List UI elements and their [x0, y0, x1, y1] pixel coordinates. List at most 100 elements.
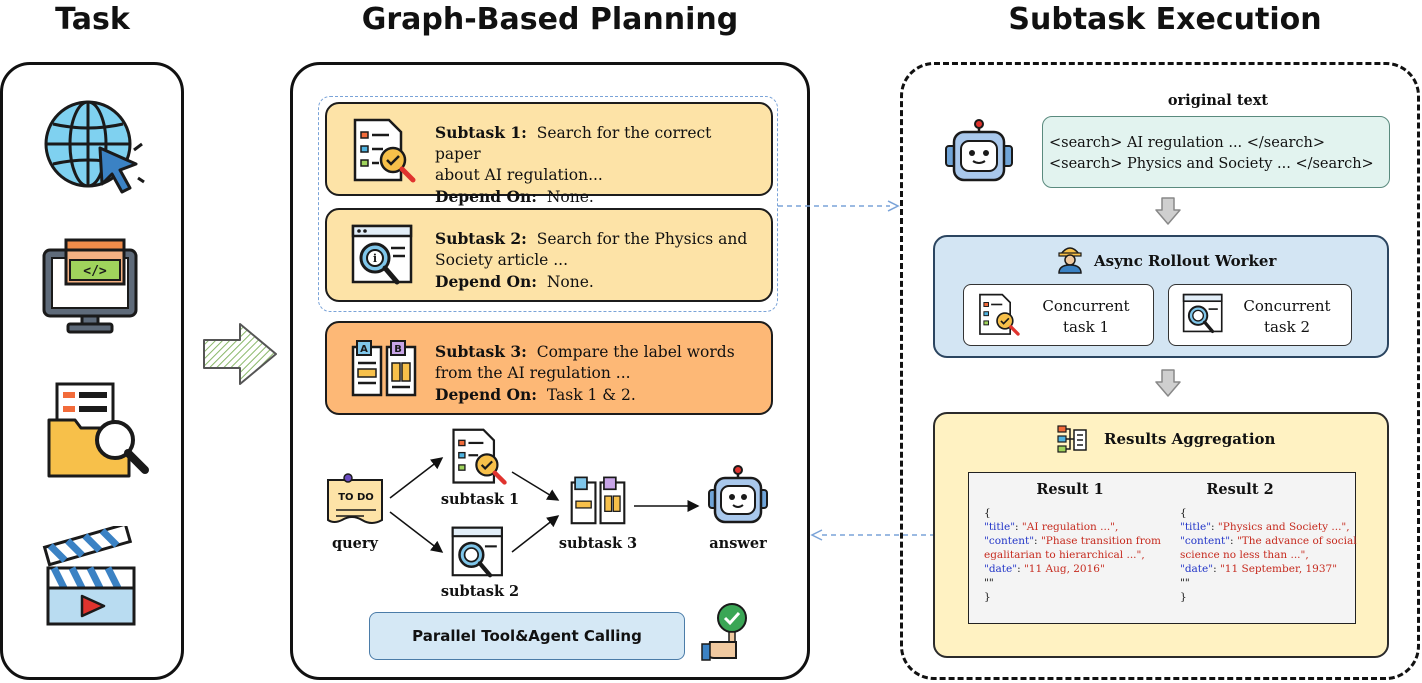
- planning-header: Graph-Based Planning: [361, 2, 739, 37]
- concurrent-task-1-line2: task 1: [1062, 318, 1110, 336]
- json-sep: :: [1015, 521, 1022, 533]
- browser-search-icon: i: [351, 224, 413, 285]
- worker-icon: [1058, 247, 1082, 274]
- json-close: }: [984, 591, 991, 603]
- json-close: }: [1180, 591, 1187, 603]
- dispatch-arrow: [778, 200, 900, 212]
- json-sep: :: [1034, 535, 1041, 547]
- json-sep: :: [1211, 521, 1218, 533]
- subtask-1-desc-2: about AI regulation...: [435, 166, 603, 184]
- robot-icon: [945, 119, 1013, 182]
- subtask-1-node-label: subtask 1: [440, 491, 520, 508]
- json-open: {: [1180, 507, 1187, 519]
- subtask-1-desc-1: Search for the correct paper: [435, 124, 712, 163]
- answer-label: answer: [709, 535, 767, 552]
- subtask-3-desc-2: from the AI regulation ...: [435, 364, 631, 382]
- json-value: "11 September, 1937": [1219, 563, 1338, 575]
- task-header: Task: [55, 2, 130, 37]
- globe-cursor-icon: [44, 100, 145, 194]
- json-value-cont: egalitarian to hierarchical ...",: [984, 549, 1145, 561]
- subtask-2-node-label: subtask 2: [440, 583, 520, 600]
- subtask-2-desc-1: Search for the Physics and: [536, 230, 748, 248]
- result-1-title: Result 1: [1036, 481, 1104, 498]
- json-title-row: "title": "AI regulation ...",: [984, 520, 1169, 534]
- parallel-subtask-group: [318, 96, 778, 312]
- json-value-cont: science no less than ...",: [1180, 549, 1309, 561]
- json-key: "title": [1180, 521, 1212, 533]
- json-value: "11 Aug, 2016": [1023, 563, 1105, 575]
- concurrent-task-1-label: Concurrent task 1: [1026, 296, 1146, 338]
- json-key: "date": [1180, 563, 1214, 575]
- subtask-1-card[interactable]: Subtask 1: Search for the correct paper …: [325, 102, 773, 206]
- down-arrow-icon: [1155, 197, 1181, 225]
- return-arrow: [810, 529, 934, 541]
- json-date-row: "date": "11 September, 1937": [1180, 562, 1352, 576]
- monitor-code-icon: </>: [42, 238, 138, 334]
- subtask-3-title: Subtask 3:: [435, 342, 527, 361]
- subtask-2-card[interactable]: i Subtask 2: Search for the Physics and …: [325, 208, 773, 302]
- json-value: "AI regulation ...",: [1021, 521, 1119, 533]
- concurrent-task-1-line1: Concurrent: [1042, 297, 1130, 315]
- result-2-title: Result 2: [1206, 481, 1274, 498]
- subtask-3-depend-label: Depend On:: [435, 385, 537, 404]
- compare-ab-icon: A B: [351, 340, 417, 397]
- subtask-2-depend-label: Depend On:: [435, 272, 537, 291]
- subtask-2-depend-value: None.: [546, 273, 594, 291]
- subtask-3-depend-value: Task 1 & 2.: [546, 386, 636, 404]
- concurrent-task-2-line2: task 2: [1263, 318, 1311, 336]
- json-value: "Phase transition from: [1040, 535, 1161, 547]
- subtask-1-depend-label: Depend On:: [435, 187, 537, 206]
- todo-note-icon: [327, 473, 383, 524]
- subtask-1-title: Subtask 1:: [435, 123, 527, 142]
- dependency-graph-edges: [389, 457, 700, 553]
- svg-text:B: B: [394, 344, 402, 355]
- result-1-json: { "title": "AI regulation ...", "content…: [984, 506, 1169, 604]
- subtask-3-desc-1: Compare the label words: [536, 343, 735, 361]
- subtask-2-text: Subtask 2: Search for the Physics and So…: [435, 228, 757, 293]
- browser-search-icon: [1182, 293, 1223, 334]
- concurrent-task-2-label: Concurrent task 2: [1227, 296, 1347, 338]
- json-value: "Physics and Society ...",: [1217, 521, 1350, 533]
- concurrent-task-2[interactable]: Concurrent task 2: [1168, 284, 1352, 346]
- subtask-3-card[interactable]: A B Subtask 3: Compare the label words f…: [325, 321, 773, 415]
- flow-arrow-icon: [203, 323, 277, 385]
- aggregation-icon: [1057, 425, 1087, 453]
- subtask-1-depend-value: None.: [546, 188, 594, 206]
- aggregation-title: Results Aggregation: [1104, 430, 1276, 448]
- query-label: query: [332, 535, 378, 552]
- subtask-3-text: Subtask 3: Compare the label words from …: [435, 341, 757, 406]
- json-value: "The advance of social: [1236, 535, 1357, 547]
- subtask-1-node-icon: [452, 428, 507, 485]
- parallel-tool-agent-button[interactable]: Parallel Tool&Agent Calling: [369, 612, 685, 660]
- json-title-row: "title": "Physics and Society ...",: [1180, 520, 1352, 534]
- json-sep: :: [1213, 563, 1220, 575]
- json-content-row: "content": "The advance of social: [1180, 534, 1357, 548]
- rollout-title: Async Rollout Worker: [1094, 252, 1277, 270]
- json-quotes: "": [984, 577, 994, 589]
- result-2-json: { "title": "Physics and Society ...", "c…: [1180, 506, 1357, 604]
- json-date-row: "date": "11 Aug, 2016": [984, 562, 1169, 576]
- check-approval-icon: [701, 603, 747, 661]
- original-text-title: original text: [1167, 92, 1269, 109]
- json-sep: :: [1230, 535, 1237, 547]
- folder-search-icon: [47, 382, 149, 478]
- svg-text:A: A: [360, 344, 368, 355]
- original-text-box: <search> AI regulation ... </search> <se…: [1042, 116, 1390, 188]
- subtask-2-desc-2: Society article ...: [435, 251, 569, 269]
- json-key: "title": [984, 521, 1016, 533]
- search-query-1: <search> AI regulation ... </search>: [1049, 135, 1326, 151]
- json-content-row: "content": "Phase transition from: [984, 534, 1169, 548]
- json-open: {: [984, 507, 991, 519]
- svg-text:i: i: [373, 252, 377, 265]
- clapperboard-icon: [42, 526, 136, 626]
- concurrent-task-2-line1: Concurrent: [1243, 297, 1331, 315]
- subtask-3-node-icon: [570, 476, 626, 525]
- execution-header: Subtask Execution: [1008, 2, 1322, 37]
- json-key: "date": [984, 563, 1018, 575]
- answer-robot-icon: [708, 465, 768, 524]
- json-key: "content": [1180, 535, 1231, 547]
- concurrent-task-1[interactable]: Concurrent task 1: [963, 284, 1154, 346]
- svg-text:</>: </>: [83, 264, 107, 279]
- json-sep: :: [1017, 563, 1024, 575]
- execution-panel: [900, 62, 1420, 680]
